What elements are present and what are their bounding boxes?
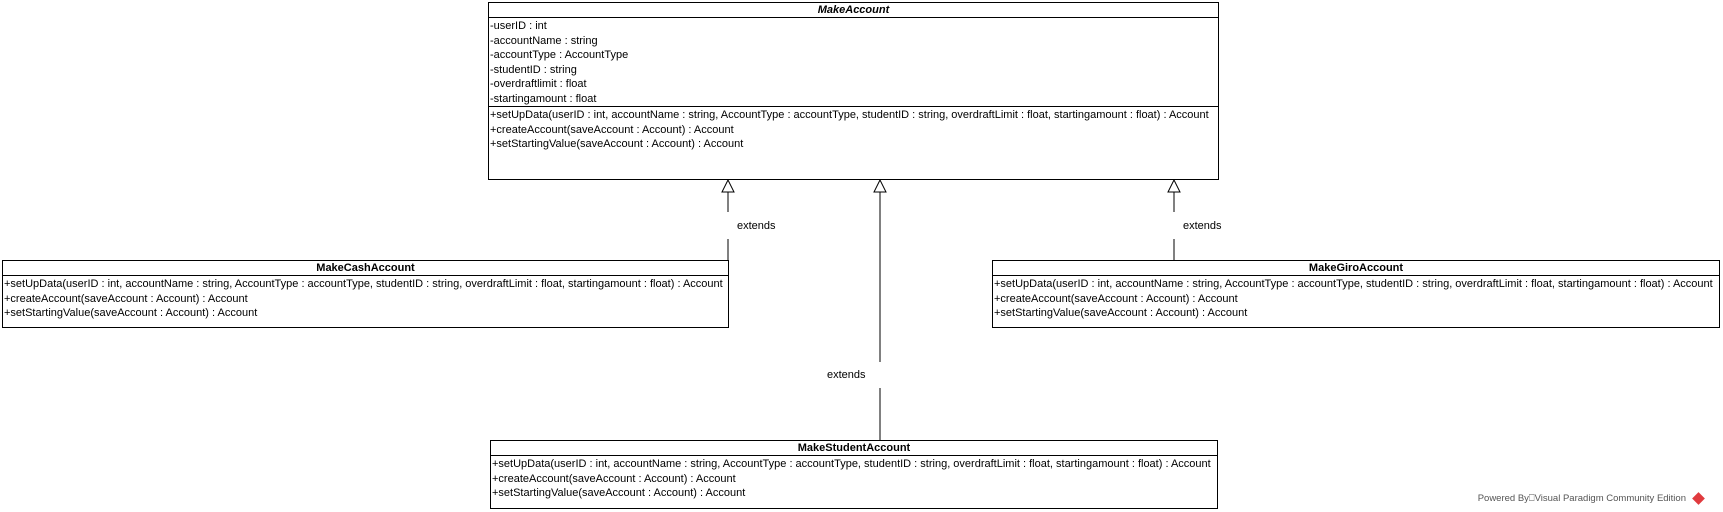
attribute: -startingamount : float bbox=[490, 92, 597, 105]
operation: +setStartingValue(saveAccount : Account)… bbox=[4, 307, 258, 319]
operation: +createAccount(saveAccount : Account) : … bbox=[4, 292, 248, 305]
class-name: MakeGiroAccount bbox=[993, 261, 1719, 276]
cash-generalization-arrowhead bbox=[721, 178, 735, 193]
operation: +createAccount(saveAccount : Account) : … bbox=[492, 472, 736, 485]
operations-compartment: +setUpData(userID : int, accountName : s… bbox=[491, 456, 1217, 501]
operations-compartment: +setUpData(userID : int, accountName : s… bbox=[993, 276, 1719, 321]
attribute: -accountType : AccountType bbox=[490, 49, 629, 61]
operation: +setUpData(userID : int, accountName : s… bbox=[490, 109, 1209, 121]
attribute: -accountName : string bbox=[490, 34, 598, 47]
footer-text: Powered By⎕Visual Paradigm Community Edi… bbox=[1477, 493, 1686, 504]
class-name: MakeStudentAccount bbox=[491, 441, 1217, 456]
attributes-compartment: -userID : int -accountName : string -acc… bbox=[489, 18, 1218, 107]
operation: +setStartingValue(saveAccount : Account)… bbox=[994, 307, 1248, 319]
class-make-student-account[interactable]: MakeStudentAccount +setUpData(userID : i… bbox=[490, 440, 1218, 509]
class-name: MakeAccount bbox=[489, 3, 1218, 18]
attribute: -overdraftlimit : float bbox=[490, 78, 587, 90]
operations-compartment: +setUpData(userID : int, accountName : s… bbox=[3, 276, 728, 321]
operation: +createAccount(saveAccount : Account) : … bbox=[490, 123, 734, 136]
operations-compartment: +setUpData(userID : int, accountName : s… bbox=[489, 107, 1218, 152]
attribute: -userID : int bbox=[490, 20, 547, 32]
operation: +setUpData(userID : int, accountName : s… bbox=[4, 278, 723, 290]
class-name: MakeCashAccount bbox=[3, 261, 728, 276]
cash-extends-label: extends bbox=[737, 220, 776, 232]
student-extends-label: extends bbox=[827, 369, 866, 381]
class-make-account[interactable]: MakeAccount -userID : int -accountName :… bbox=[488, 2, 1219, 180]
operation: +createAccount(saveAccount : Account) : … bbox=[994, 292, 1238, 305]
class-make-giro-account[interactable]: MakeGiroAccount +setUpData(userID : int,… bbox=[992, 260, 1720, 328]
student-generalization-arrowhead bbox=[873, 178, 887, 193]
operation: +setStartingValue(saveAccount : Account)… bbox=[490, 138, 744, 150]
operation: +setUpData(userID : int, accountName : s… bbox=[994, 278, 1713, 290]
class-make-cash-account[interactable]: MakeCashAccount +setUpData(userID : int,… bbox=[2, 260, 729, 328]
visual-paradigm-logo-icon bbox=[1692, 492, 1705, 505]
giro-extends-label: extends bbox=[1183, 220, 1222, 232]
operation: +setStartingValue(saveAccount : Account)… bbox=[492, 487, 746, 499]
powered-by-footer: Powered By⎕Visual Paradigm Community Edi… bbox=[1477, 492, 1705, 505]
attribute: -studentID : string bbox=[490, 63, 577, 76]
giro-generalization-arrowhead bbox=[1167, 178, 1181, 193]
operation: +setUpData(userID : int, accountName : s… bbox=[492, 458, 1211, 470]
